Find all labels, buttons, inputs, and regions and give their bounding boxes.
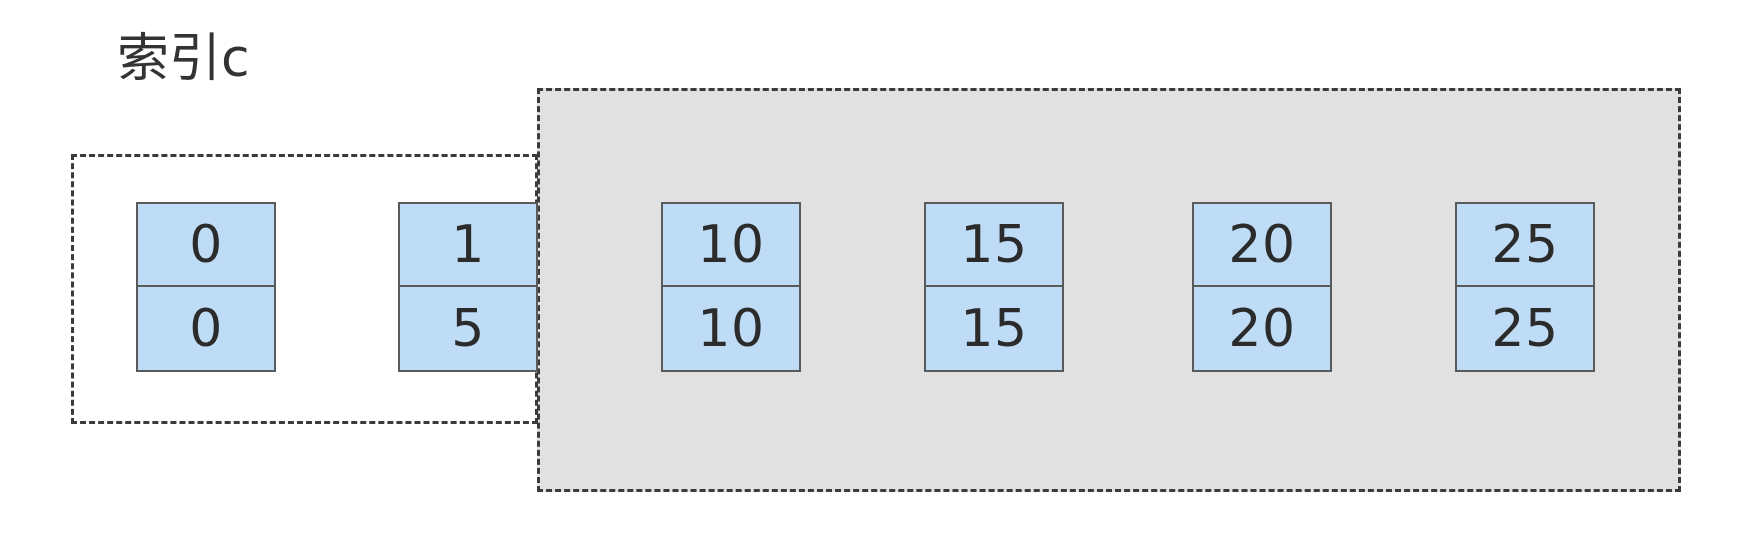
cell-1-bottom-value: 5 [400,287,536,370]
cell-4: 20 20 [1192,202,1332,372]
cell-0: 0 0 [136,202,276,372]
cell-3-top-value: 15 [926,204,1062,287]
cell-0-top-value: 0 [138,204,274,287]
cell-5-bottom-value: 25 [1457,287,1593,370]
cell-5: 25 25 [1455,202,1595,372]
cell-1-top-value: 1 [400,204,536,287]
cell-1: 1 5 [398,202,538,372]
cell-4-top-value: 20 [1194,204,1330,287]
cell-2: 10 10 [661,202,801,372]
cell-2-bottom-value: 10 [663,287,799,370]
cell-3-bottom-value: 15 [926,287,1062,370]
cell-3: 15 15 [924,202,1064,372]
cell-0-bottom-value: 0 [138,287,274,370]
cell-5-top-value: 25 [1457,204,1593,287]
cell-4-bottom-value: 20 [1194,287,1330,370]
index-c-label: 索引c [117,29,250,89]
cell-2-top-value: 10 [663,204,799,287]
